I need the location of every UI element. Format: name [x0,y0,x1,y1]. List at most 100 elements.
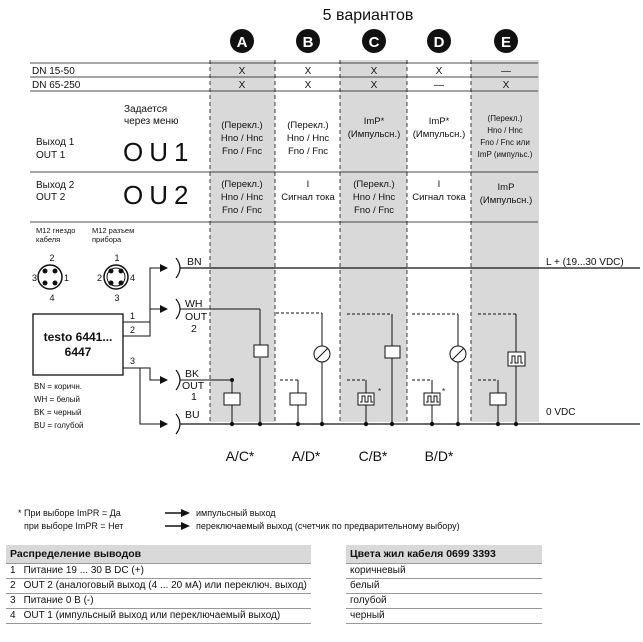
footnote-line: * При выборе ImPR = Да [18,508,121,518]
pin-table-title: Распределение выводов [6,545,311,564]
m12-plug-icon [103,264,129,290]
color-legend-item: BK = черный [34,408,82,417]
dn-mark: X [436,66,443,77]
arrow-icon [165,522,190,530]
pin-number: 2 [49,253,54,263]
pin-description: Питание 0 В (-) [19,593,311,609]
rail-zero-label: 0 VDC [546,407,575,418]
out2-cell-c: Hno / Hnc [353,192,395,203]
cable-color: коричневый [346,563,542,579]
combo-label: C/B* [359,448,388,464]
arrow-icon [165,509,190,517]
variant-badge-c: C [362,29,386,53]
wire-label-bu: BU [185,409,200,421]
out1-cell-e: Hno / Hnc [487,126,523,135]
out-lines-dashed [276,312,516,381]
variant-badge-a: A [230,29,254,53]
out1-cell-b: Hno / Hnc [287,133,329,144]
out1-pin-label: OUT [182,380,205,392]
out2-display-code: OU2 [123,180,194,210]
out2-cell-e: ImP [498,182,515,193]
device-box [32,313,124,376]
pin-description: OUT 1 (импульсный выход или переключаемы… [19,608,311,624]
variant-b-circuit [289,313,331,424]
device-pin: 2 [130,325,135,335]
wire-label-bk: BK [185,368,199,380]
out1-cell-c: ImP* [364,116,385,127]
shaded-columns [210,60,539,422]
pin-description: OUT 2 (аналоговый выход (4 ... 20 мА) ил… [19,578,311,594]
variant-letter: C [369,34,380,51]
plug-label: прибора [92,235,122,244]
cable-color: голубой [346,593,542,609]
out2-cell-a: (Перекл.) [221,179,262,190]
m12-socket-icon [37,264,63,290]
out1-cell-b: (Перекл.) [287,120,328,131]
pin-number: 1 [6,563,20,579]
connector-arrowheads [160,264,168,428]
wire-label-bn: BN [187,256,202,268]
variant-c-circuit [357,314,401,424]
column-separators [209,60,472,422]
out1-cell-a: (Перекл.) [221,120,262,131]
out2-cell-b: I [307,179,310,190]
out2-cell-a: Hno / Hnc [221,192,263,203]
pin-number: 3 [32,273,37,283]
variant-a-circuit [223,309,269,424]
out2-pin-label: 2 [191,323,197,335]
dn-mark: X [371,80,378,91]
footnote-line: при выборе ImPR = Нет [24,521,123,531]
dn-mark: X [371,66,378,77]
pin-number: 3 [114,293,119,303]
dn-mark: — [434,80,444,91]
out2-cell-e: (Импульсн.) [480,195,533,206]
variant-d-circuit [423,314,467,424]
menu-note: Задается [124,104,167,115]
table-row: голубой [346,593,542,609]
dn-mark: — [501,66,511,77]
variant-e-circuit [489,314,526,424]
wire-label-wh: WH [185,298,203,310]
out2-label: Выход 2 [36,180,75,191]
dn-mark: X [239,66,246,77]
pin-number: 2 [6,578,20,594]
out1-cell-c: (Импульсн.) [348,129,401,140]
rails [180,267,640,425]
dn-mark: X [305,66,312,77]
out2-label: OUT 2 [36,192,66,203]
out1-cell-e: ImP (импульс.) [478,150,533,159]
arrow-legend-item: переключаемый выход (счетчик по предвари… [196,521,460,531]
out2-pin-label: OUT [185,311,208,323]
pin-description: Питание 19 ... 30 В DC (+) [19,563,311,579]
color-legend-item: BU = голубой [34,421,84,430]
device-pin: 3 [130,356,135,366]
variant-letter: D [434,34,445,51]
svg-text:*: * [442,387,445,396]
pin-number: 1 [114,253,119,263]
out1-cell-b: Fno / Fnc [288,146,328,157]
out2-cell-c: (Перекл.) [353,179,394,190]
device-pin: 1 [130,311,135,321]
dn-mark: X [305,80,312,91]
out2-cell-c: Fno / Fnc [354,205,394,216]
variant-letter: A [237,34,248,51]
table-row: белый [346,578,542,594]
dn-row-label: DN 65-250 [32,80,81,91]
out1-display-code: OU1 [123,137,194,167]
dn-row-label: DN 15-50 [32,66,75,77]
cable-color: черный [346,608,542,624]
table-lines [30,62,538,223]
combo-label: B/D* [425,448,454,464]
out1-cell-a: Fno / Fnc [222,146,262,157]
pin-number: 2 [97,273,102,283]
out1-cell-e: Fno / Fnc или [480,138,530,147]
cable-color: белый [346,578,542,594]
out1-cell-a: Hno / Hnc [221,133,263,144]
variant-letter: B [303,34,314,51]
pin-number: 1 [64,273,69,283]
pin-number: 4 [130,273,135,283]
